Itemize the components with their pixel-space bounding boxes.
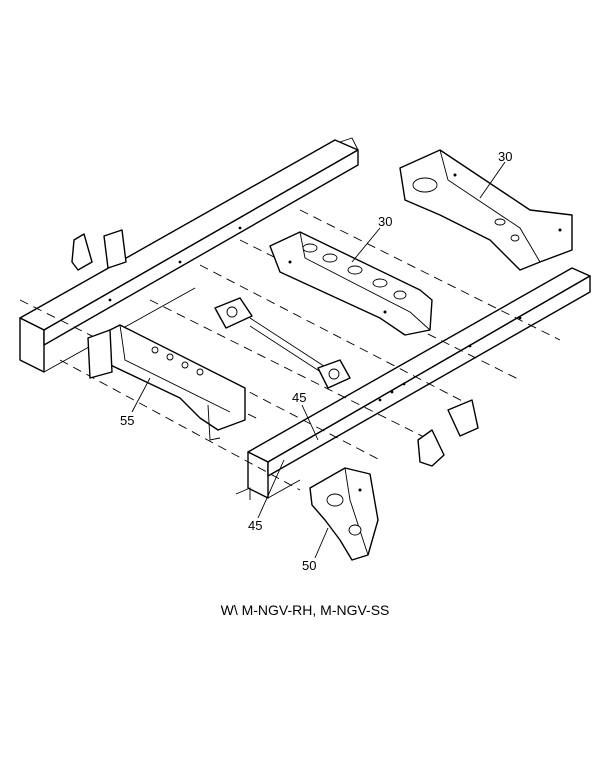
callout-50: 50 — [302, 527, 329, 573]
callout-label-45-low: 45 — [248, 518, 262, 533]
driveshaft-assembly — [214, 297, 351, 389]
bracket-top-left — [71, 229, 127, 271]
diagram-caption: W\ M-NGV-RH, M-NGV-SS — [220, 602, 390, 618]
crossmember-upper — [399, 149, 573, 271]
bracket-lower-right-a — [417, 429, 445, 467]
callout-label-45-mid: 45 — [292, 390, 306, 405]
upper-frame-rail — [19, 137, 359, 373]
callout-label-50: 50 — [302, 558, 316, 573]
callout-30-mid: 30 — [351, 214, 392, 263]
callout-55: 55 — [120, 377, 151, 428]
crossmember-rear — [87, 324, 246, 441]
lower-frame-rail — [235, 267, 591, 500]
callout-45-low: 45 — [248, 459, 285, 533]
bracket-lower-right-b — [447, 399, 479, 437]
callout-30-upper: 30 — [479, 149, 512, 199]
callout-label-30-mid: 30 — [378, 214, 392, 229]
suspension-hanger — [309, 467, 379, 561]
callout-label-30-upper: 30 — [498, 149, 512, 164]
callout-45-mid: 45 — [292, 390, 319, 441]
callout-label-55: 55 — [120, 413, 134, 428]
crossmember-middle — [269, 231, 433, 336]
